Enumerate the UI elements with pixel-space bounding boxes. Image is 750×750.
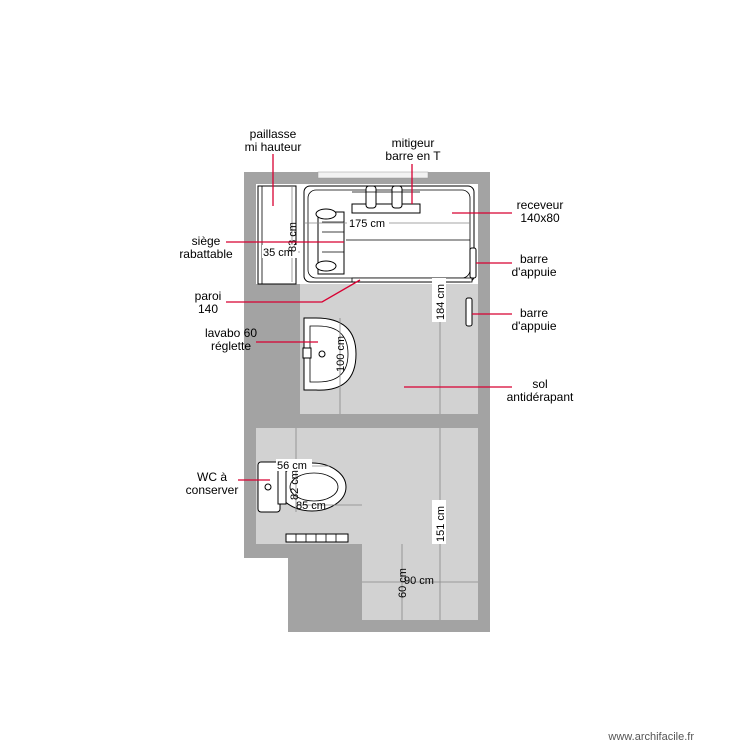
label-siege-line1: siège — [192, 234, 221, 248]
label-wc-line1: WC à — [197, 470, 227, 484]
label-receveur-line2: 140x80 — [520, 211, 560, 225]
label-barre1-line2: d'appuie — [512, 265, 557, 279]
dim-lower-height: 151 cm — [435, 506, 447, 542]
paroi-glass-panel[interactable] — [344, 277, 473, 283]
dim-wc-width: 85 cm — [296, 500, 326, 512]
callout-labels: paillasse mi hauteur mitigeur barre en T… — [179, 127, 574, 497]
partition-right — [440, 414, 478, 428]
label-paroi-line2: 140 — [198, 302, 218, 316]
folding-seat[interactable] — [315, 208, 345, 275]
shower-tray[interactable] — [303, 185, 475, 283]
grab-bar-1[interactable] — [469, 247, 477, 279]
label-lavabo-line1: lavabo 60 — [205, 326, 257, 340]
alcove-floor — [362, 540, 478, 620]
dimension-labels: 175 cm 35 cm 83 cm 184 cm 100 cm 56 cm 8… — [262, 216, 447, 598]
grab-bar-2[interactable] — [465, 297, 473, 327]
partition-left — [300, 414, 326, 428]
label-sol-line2: antidérapant — [507, 390, 574, 404]
label-barre2-line2: d'appuie — [512, 319, 557, 333]
radiator — [285, 533, 349, 543]
label-mitigeur-line2: barre en T — [385, 149, 441, 163]
label-paillasse-line1: paillasse — [250, 127, 297, 141]
dim-shower-width: 175 cm — [349, 218, 385, 230]
label-receveur-line1: receveur — [517, 198, 564, 212]
dim-alcove-height: 60 cm — [397, 568, 409, 598]
dim-alcove-width: 90 cm — [404, 575, 434, 587]
label-sol-line1: sol — [532, 377, 547, 391]
dim-seat-depth: 83 cm — [287, 222, 299, 252]
dim-seat-width: 35 cm — [263, 247, 293, 259]
label-lavabo-line2: réglette — [211, 339, 251, 353]
dim-lavabo-height: 100 cm — [335, 336, 347, 372]
label-siege-line2: rabattable — [179, 247, 233, 261]
window-opening — [317, 171, 429, 179]
mitigeur-mixer[interactable] — [351, 185, 421, 214]
label-barre1-line1: barre — [520, 252, 548, 266]
label-mitigeur-line1: mitigeur — [392, 136, 435, 150]
lavabo-washbasin[interactable] — [302, 317, 357, 391]
dim-wc-side: 82 cm — [289, 470, 301, 500]
watermark: www.archifacile.fr — [607, 731, 694, 743]
dim-upper-height: 184 cm — [435, 284, 447, 320]
label-paillasse-line2: mi hauteur — [245, 140, 302, 154]
dim-wc-depth: 56 cm — [277, 460, 307, 472]
paillasse-counter[interactable] — [257, 185, 297, 285]
leader-lines — [226, 154, 512, 481]
label-wc-line2: conserver — [186, 483, 239, 497]
label-paroi-line1: paroi — [195, 289, 222, 303]
wc-toilet[interactable] — [257, 461, 347, 513]
label-barre2-line1: barre — [520, 306, 548, 320]
